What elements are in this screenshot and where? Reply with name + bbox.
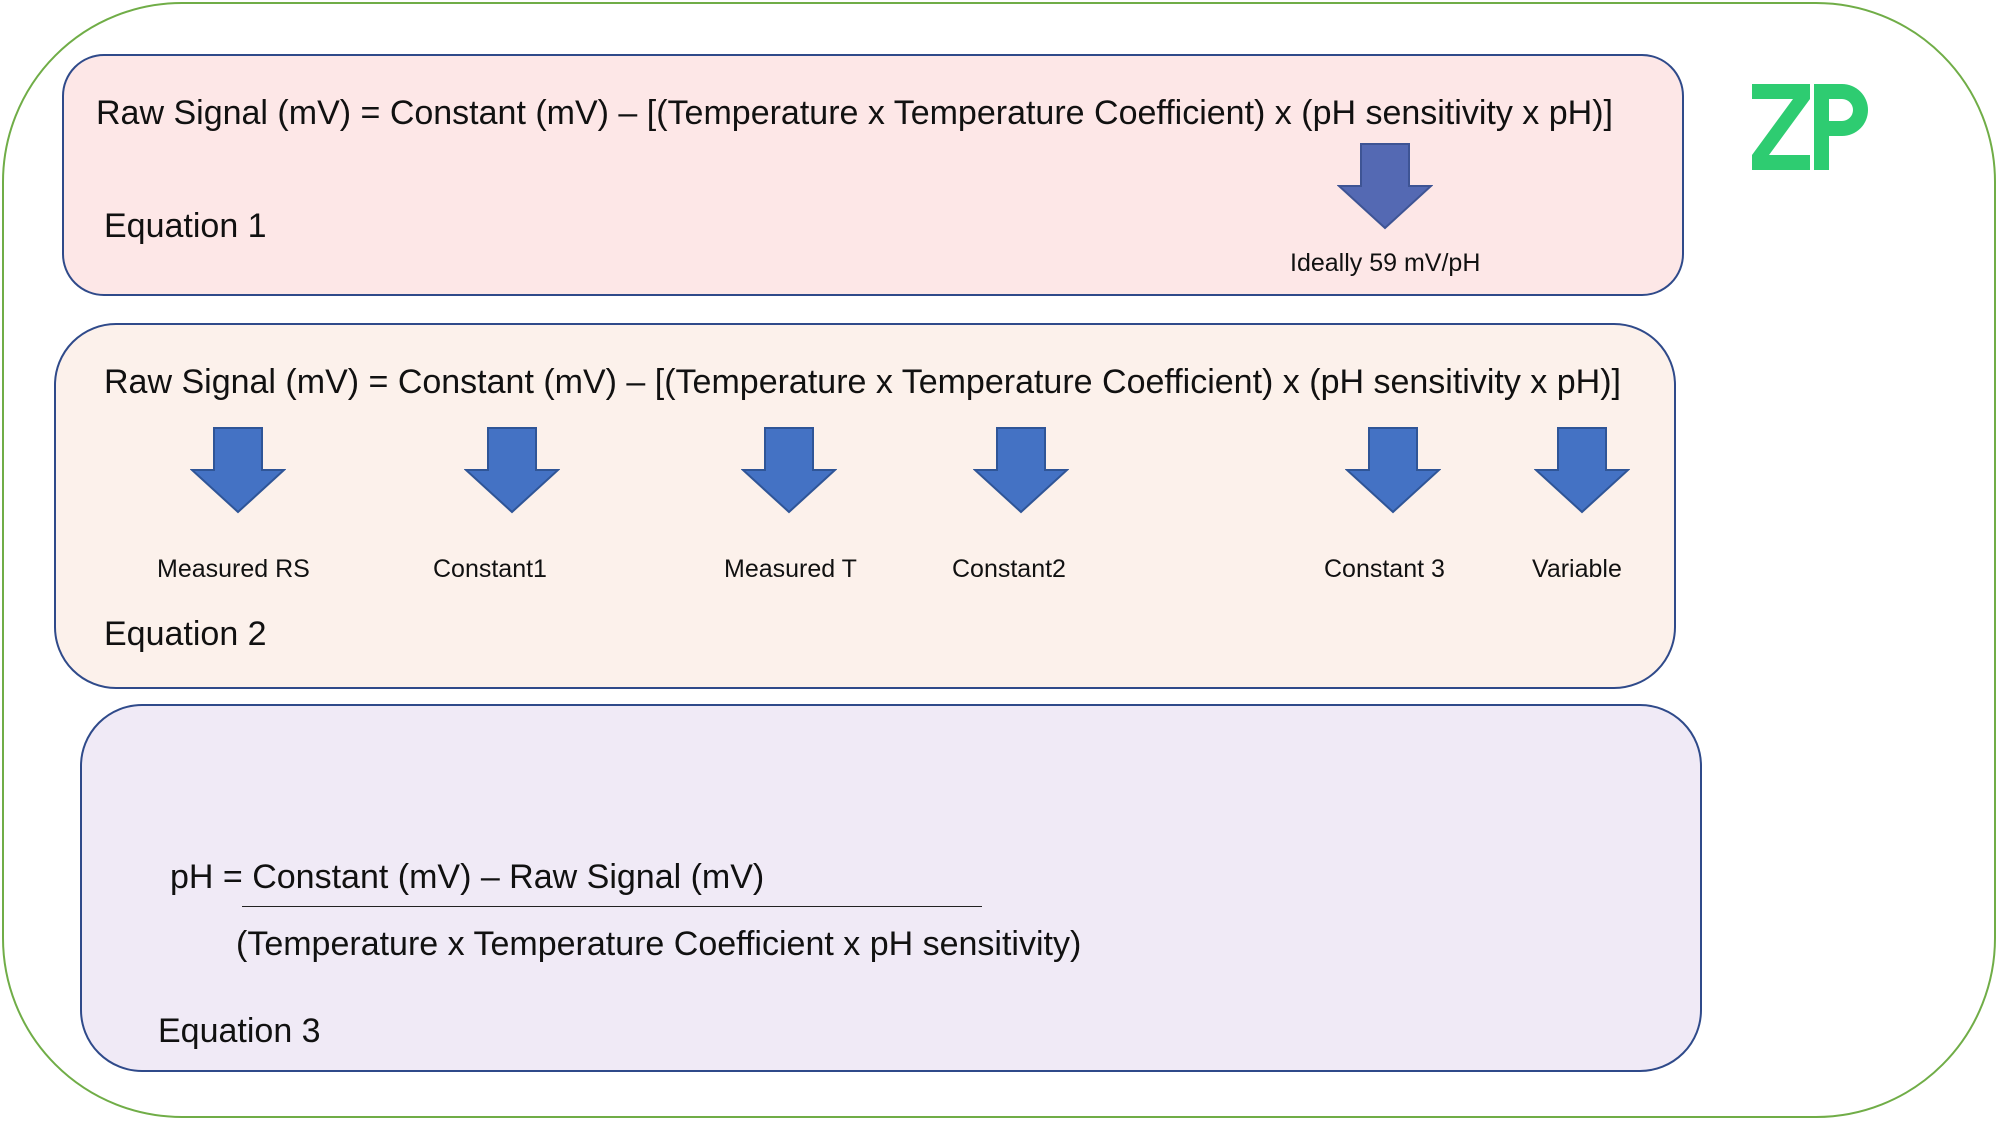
down-arrow-icon [741,427,837,514]
equation-1-text: Raw Signal (mV) = Constant (mV) – [(Temp… [96,94,1613,132]
arrow-label-constant2: Constant2 [952,555,1066,583]
down-arrow-icon [973,427,1069,514]
down-arrow-icon [1345,427,1441,514]
arrow-label-measured-t: Measured T [724,555,857,583]
arrow-label-constant1: Constant1 [433,555,547,583]
arrow-label-variable: Variable [1532,555,1622,583]
arrow-label-constant3: Constant 3 [1324,555,1445,583]
arrow-label-measured-rs: Measured RS [157,555,310,583]
equation-3-box [80,704,1702,1072]
fraction-bar [242,906,982,907]
ideal-sensitivity-note: Ideally 59 mV/pH [1290,249,1481,277]
equation-1-box [62,54,1684,296]
down-arrow-icon [1337,143,1433,230]
down-arrow-icon [190,427,286,514]
equation-3-label: Equation 3 [158,1012,321,1050]
equation-2-text: Raw Signal (mV) = Constant (mV) – [(Temp… [104,363,1621,401]
down-arrow-icon [1534,427,1630,514]
equation-2-box [54,323,1676,689]
equation-1-label: Equation 1 [104,207,267,245]
equation-3-numerator: pH = Constant (mV) – Raw Signal (mV) [170,858,765,896]
equation-3-denominator: (Temperature x Temperature Coefficient x… [236,925,1082,963]
down-arrow-icon [464,427,560,514]
equation-2-label: Equation 2 [104,615,267,653]
zp-logo-icon [1752,84,1868,170]
